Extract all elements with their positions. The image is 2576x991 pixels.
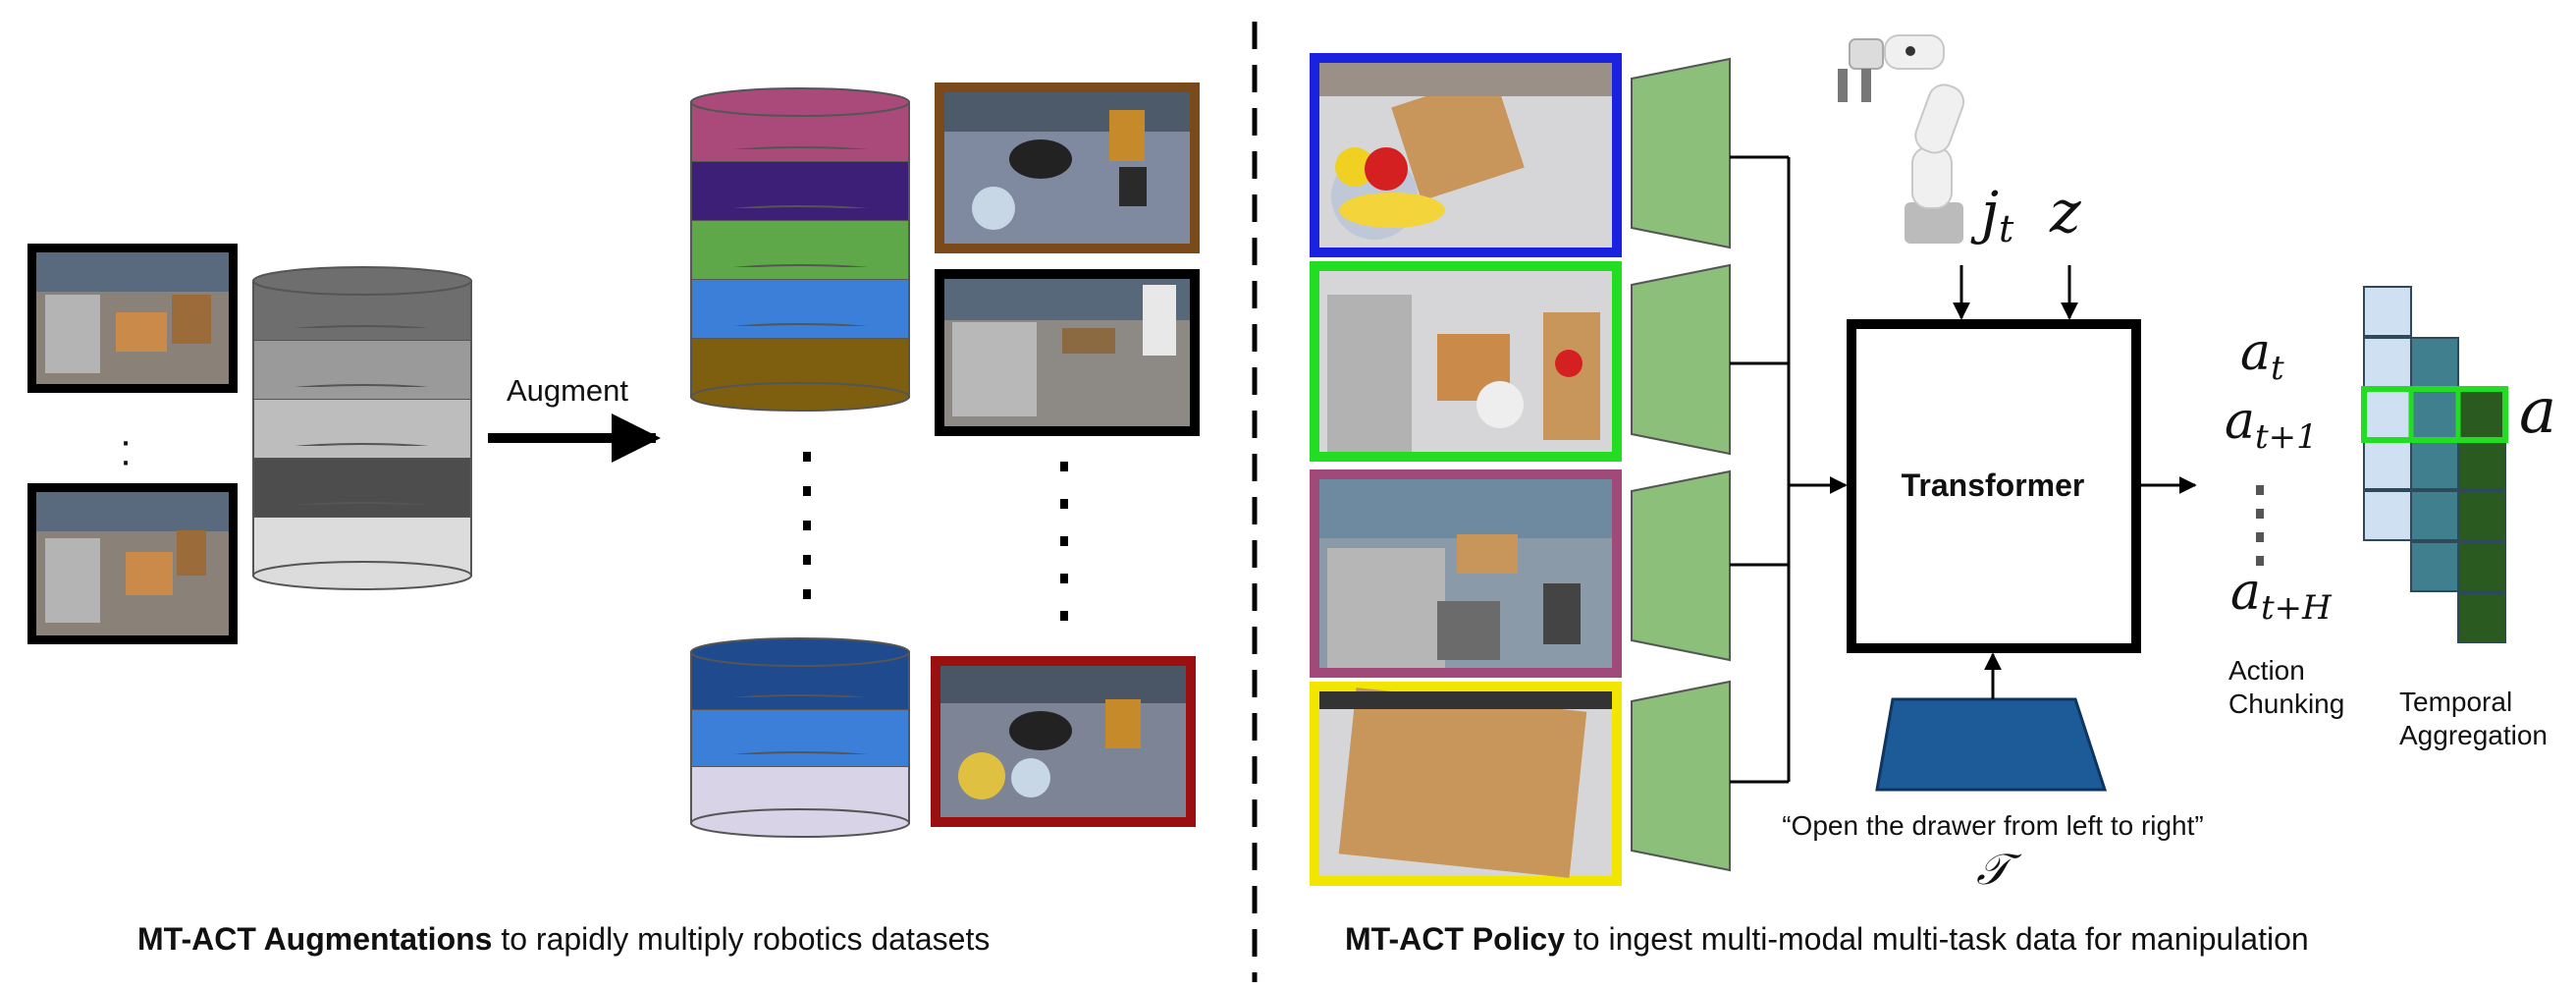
aggregation-cell bbox=[2457, 490, 2506, 541]
transformer-box bbox=[1847, 319, 2141, 653]
aggregation-cell bbox=[2457, 439, 2506, 490]
aggregation-cell bbox=[2410, 388, 2459, 439]
action-chunking-label-2: Chunking bbox=[2228, 688, 2344, 719]
aggregation-cell bbox=[2410, 541, 2459, 592]
temporal-aggregation-grid bbox=[2361, 286, 2508, 643]
image-encoder-4 bbox=[1631, 680, 1731, 872]
augmented-dataset-ellipsis bbox=[803, 452, 811, 599]
source-image-1 bbox=[27, 244, 238, 393]
left-caption-rest: to rapidly multiply robotics datasets bbox=[492, 921, 991, 957]
aggregation-cell bbox=[2363, 439, 2412, 490]
image-encoder-2 bbox=[1631, 263, 1731, 456]
original-dataset-layer-5 bbox=[252, 516, 472, 590]
action-ellipsis bbox=[2256, 485, 2264, 566]
left-caption: MT-ACT Augmentations to rapidly multiply… bbox=[137, 921, 990, 958]
right-caption-bold: MT-ACT Policy bbox=[1345, 921, 1566, 957]
instruction-text: “Open the drawer from left to right” bbox=[1782, 810, 2204, 841]
image-encoder-3 bbox=[1631, 469, 1731, 662]
camera-image-1 bbox=[1310, 53, 1622, 257]
task-symbol: 𝒯 bbox=[1976, 845, 2022, 895]
temporal-aggregation-label-1: Temporal bbox=[2399, 687, 2512, 717]
action-t-plus-1: at+1 bbox=[2225, 392, 2318, 457]
augmented-dataset-last-top bbox=[690, 637, 910, 667]
augmented-dataset-cylinder-last bbox=[690, 637, 910, 838]
action-chunking-label-1: Action bbox=[2228, 655, 2305, 686]
aggregation-cell bbox=[2363, 337, 2412, 388]
joint-state-symbol: jt bbox=[1970, 179, 2014, 250]
image-encoder-1 bbox=[1631, 57, 1731, 249]
temporal-aggregation-label-2: Aggregation bbox=[2399, 720, 2548, 750]
original-dataset-cylinder bbox=[252, 266, 472, 590]
aggregation-cell bbox=[2457, 388, 2506, 439]
action-t-plus-H: at+H bbox=[2230, 563, 2333, 628]
aggregation-cell bbox=[2410, 337, 2459, 388]
right-caption: MT-ACT Policy to ingest multi-modal mult… bbox=[1345, 921, 2309, 958]
aggregation-cell bbox=[2410, 439, 2459, 490]
robot-arm-icon bbox=[1838, 34, 1965, 244]
camera-image-3 bbox=[1310, 469, 1622, 678]
aggregated-action-symbol: a bbox=[2519, 375, 2556, 448]
augmented-image-ellipsis bbox=[1060, 462, 1068, 621]
aggregation-cell bbox=[2457, 592, 2506, 643]
augmented-image-1 bbox=[935, 83, 1200, 253]
source-image-2 bbox=[27, 483, 238, 644]
aggregation-cell bbox=[2457, 541, 2506, 592]
camera-image-2 bbox=[1310, 261, 1622, 462]
augmented-dataset-cylinder bbox=[690, 87, 910, 412]
augmented-dataset-layer-5 bbox=[690, 337, 910, 412]
augment-label: Augment bbox=[507, 373, 628, 408]
transformer-label: Transformer bbox=[1902, 468, 2085, 503]
left-panel: · · Augment bbox=[27, 83, 1200, 838]
action-t: at bbox=[2240, 323, 2284, 388]
right-caption-rest: to ingest multi-modal multi-task data fo… bbox=[1565, 921, 2309, 957]
camera-image-4 bbox=[1310, 682, 1622, 886]
aggregation-cell bbox=[2410, 490, 2459, 541]
encoder-connectors bbox=[1730, 155, 1791, 784]
augmented-dataset-top bbox=[690, 87, 910, 117]
aggregation-cell bbox=[2363, 286, 2412, 337]
right-panel: Transformer jt z “Open the drawer from l… bbox=[1310, 34, 2556, 895]
image-encoders bbox=[1631, 57, 1731, 872]
latent-symbol: z bbox=[2049, 178, 2081, 247]
augmented-image-3 bbox=[931, 656, 1196, 827]
aggregation-cell bbox=[2363, 388, 2412, 439]
left-caption-bold: MT-ACT Augmentations bbox=[137, 921, 493, 957]
augmented-dataset-last-layer-3 bbox=[690, 765, 910, 838]
original-dataset-top bbox=[252, 266, 472, 296]
aggregation-cell bbox=[2363, 490, 2412, 541]
aggregation-highlight bbox=[2361, 386, 2508, 443]
source-ellipsis-2: · bbox=[119, 439, 132, 482]
language-encoder bbox=[1875, 697, 2108, 792]
augmented-image-2 bbox=[935, 269, 1200, 436]
source-ellipsis: · bbox=[119, 419, 132, 463]
